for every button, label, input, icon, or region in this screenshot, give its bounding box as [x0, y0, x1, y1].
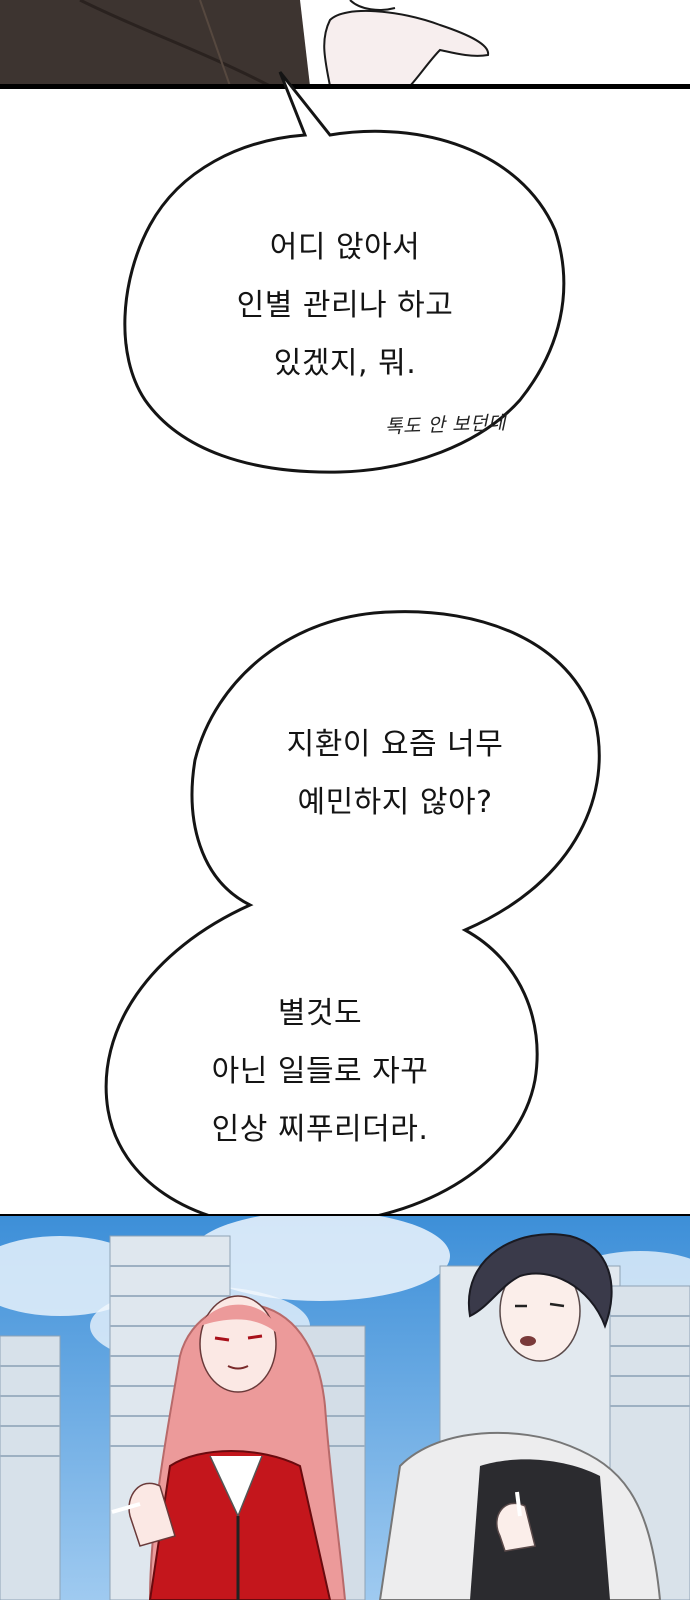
- top-comic-panel: [0, 0, 690, 86]
- speech-bubble-3-text: 별것도 아닌 일들로 자꾸 인상 찌푸리더라.: [211, 996, 429, 1147]
- bottom-comic-panel: [0, 1216, 690, 1600]
- top-panel-border: [0, 84, 690, 89]
- speech-bubble-2-text: 지환이 요즘 너무 예민하지 않아?: [286, 727, 504, 820]
- top-panel-illustration: [0, 0, 690, 86]
- speech-bubble-1: [123, 71, 566, 474]
- speech-bubble-1-text: 어디 앉아서 인별 관리나 하고 있겠지, 뭐.: [236, 230, 454, 381]
- speech-bubble-1-aside: 톡도 안 보던데: [384, 411, 507, 439]
- pink-haired-woman: [111, 1295, 347, 1600]
- bottom-panel-illustration: [0, 1216, 690, 1600]
- dark-haired-man: [378, 1233, 662, 1600]
